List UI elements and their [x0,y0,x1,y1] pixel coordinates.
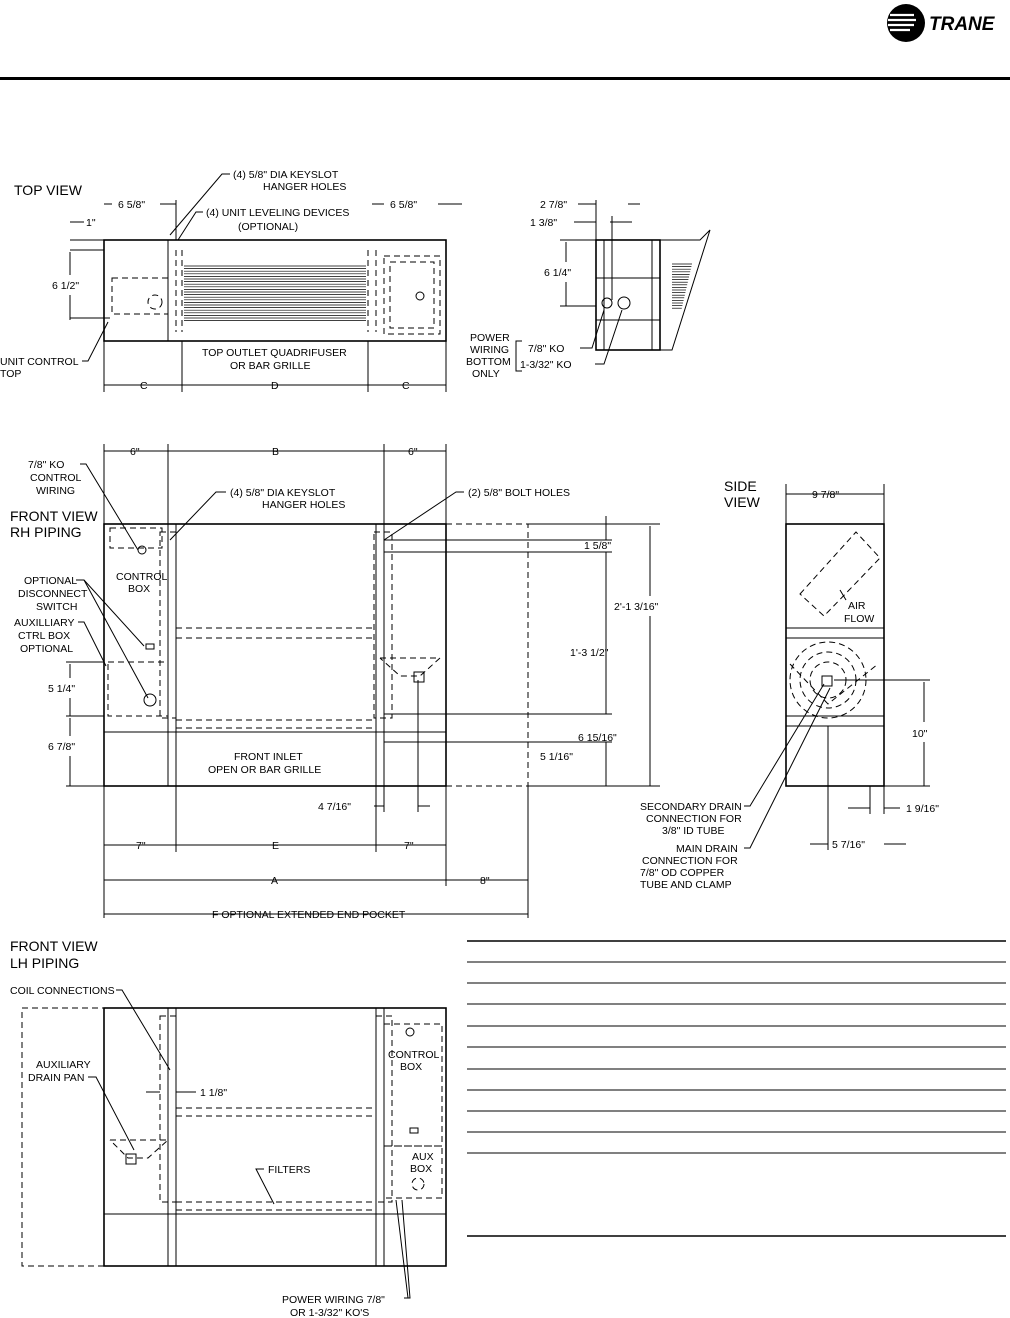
leveling-label-1: (4) UNIT LEVELING DEVICES [206,207,349,219]
ko-2: 1-3/32" KO [520,359,572,371]
brand-name: TRANE [929,14,996,35]
lh-control-box-2: BOX [400,1061,422,1073]
power-1: POWER [470,332,510,344]
lh-power-2: OR 1-3/32" KO'S [290,1307,369,1318]
disc-2: DISCONNECT [18,588,88,600]
disc-3: SWITCH [36,601,77,613]
dim-5-7-16: 5 7/16" [832,839,865,851]
dim-6-right: 6" [408,446,418,458]
control-box-2: BOX [128,583,150,595]
unit-control-1: UNIT CONTROL [0,356,79,368]
air-1: AIR [848,600,866,612]
side-view: SIDE VIEW 9 7/8" AIR FLOW 10" 1 9/16" 5 … [640,478,939,891]
dim-6-1-4: 6 1/4" [544,267,571,279]
dim-top-left: 6 5/8" [118,199,145,211]
air-2: FLOW [844,613,874,625]
ko-1: 7/8" KO [528,343,564,355]
disc-1: OPTIONAL [24,575,77,587]
dim-2-7-8: 2 7/8" [540,199,567,211]
dim-8: 8" [480,875,490,887]
trane-logo: TRANE [887,4,996,42]
outlet-label-2: OR BAR GRILLE [230,360,311,372]
dim-6-15-16: 6 15/16" [578,732,617,744]
power-3: BOTTOM [466,356,511,368]
dim-5-1-16: 5 1/16" [540,751,573,763]
top-view-title: TOP VIEW [14,182,83,198]
keyslot-label-2: HANGER HOLES [263,181,346,193]
power-2: WIRING [470,344,509,356]
front-rh-title-1: FRONT VIEW [10,508,98,524]
coil-label: COIL CONNECTIONS [10,985,115,997]
header-rule [0,77,1010,80]
side-title-1: SIDE [724,478,757,494]
side-title-2: VIEW [724,494,761,510]
sec-2: CONNECTION FOR [646,813,742,825]
sec-1: SECONDARY DRAIN [640,801,742,813]
dim-1-5-8: 1 5/8" [584,540,611,552]
dim-6-left: 6" [130,446,140,458]
dim-4-7-16: 4 7/16" [318,801,351,813]
main-2: CONNECTION FOR [642,855,738,867]
dim-b: B [272,446,279,458]
data-table [467,940,1006,1237]
dim-5-1-4: 5 1/4" [48,683,75,695]
sec-3: 3/8" ID TUBE [662,825,724,837]
power-4: ONLY [472,368,500,380]
dim-d: D [271,380,279,392]
control-box-1: CONTROL [116,571,167,583]
dim-top-right: 6 5/8" [390,199,417,211]
dim-1-1-8: 1 1/8" [200,1087,227,1099]
front-lh-title-2: LH PIPING [10,955,79,971]
aux-box-2: BOX [410,1163,432,1175]
aux-pan-1: AUXILIARY [36,1059,91,1071]
keyslot-1: (4) 5/8" DIA KEYSLOT [230,487,336,499]
dim-1-3-8: 1 3/8" [530,217,557,229]
unit-control-2: TOP [0,368,21,380]
aux-box-1: AUX [412,1151,434,1163]
front-rh-title-2: RH PIPING [10,524,82,540]
front-view-lh: FRONT VIEW LH PIPING COIL CONNECTIONS CO… [10,938,447,1318]
filters-label: FILTERS [268,1164,310,1176]
dim-6-1-2: 6 1/2" [52,280,79,292]
bolt-holes: (2) 5/8" BOLT HOLES [468,487,570,499]
keyslot-2: HANGER HOLES [262,499,345,511]
dim-6-7-8: 6 7/8" [48,741,75,753]
dim-1in: 1" [86,217,96,229]
ko-label-2: CONTROL [30,472,81,484]
front-lh-title-1: FRONT VIEW [10,938,98,954]
main-1: MAIN DRAIN [676,843,738,855]
top-view: TOP VIEW (4) 5/8" DIA KEYSLOT HANGER HOL… [0,169,462,392]
dim-7-left: 7" [136,840,146,852]
main-4: TUBE AND CLAMP [640,879,732,891]
leveling-label-2: (OPTIONAL) [238,221,298,233]
inlet-1: FRONT INLET [234,751,303,763]
lh-power-1: POWER WIRING 7/8" [282,1294,385,1306]
ko-label-1: 7/8" KO [28,459,64,471]
dim-2-1-3-16: 2'-1 3/16" [614,601,659,613]
aux-2: CTRL BOX [18,630,70,642]
outlet-label-1: TOP OUTLET QUADRIFUSER [202,347,347,359]
ko-label-3: WIRING [36,485,75,497]
keyslot-label-1: (4) 5/8" DIA KEYSLOT [233,169,339,181]
dim-9-7-8: 9 7/8" [812,489,839,501]
end-view: 2 7/8" 1 3/8" 6 1/4" POWER WIRING BOTTOM… [466,199,711,380]
dim-f: F OPTIONAL EXTENDED END POCKET [212,909,406,921]
dim-1-3-1-2: 1'-3 1/2" [570,647,609,659]
dim-1-9-16: 1 9/16" [906,803,939,815]
dim-10: 10" [912,728,928,740]
dim-e: E [272,840,279,852]
aux-pan-2: DRAIN PAN [28,1072,84,1084]
dim-7-right: 7" [404,840,414,852]
dim-a: A [271,875,278,887]
inlet-2: OPEN OR BAR GRILLE [208,764,321,776]
lh-control-box-1: CONTROL [388,1049,439,1061]
dim-c-right: C [402,380,410,392]
front-view-rh: FRONT VIEW RH PIPING 6" B 6" 7/8" KO CON… [10,444,660,921]
aux-1: AUXILLIARY [14,617,75,629]
aux-3: OPTIONAL [20,643,73,655]
dim-c-left: C [140,380,148,392]
main-3: 7/8" OD COPPER [640,867,725,879]
